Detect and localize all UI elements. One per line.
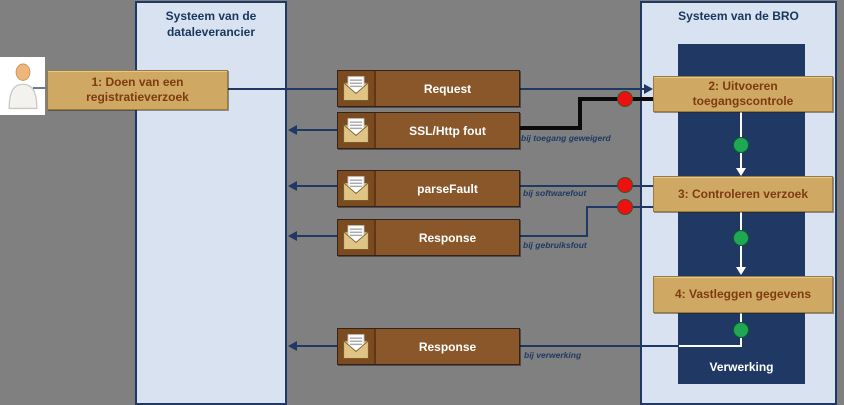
envelope-icon — [338, 220, 376, 255]
condition-softwarefout: bij softwarefout — [523, 188, 587, 198]
error-marker-parsefault — [617, 177, 633, 193]
condition-verwerking: bij verwerking — [524, 350, 582, 360]
message-response-verwerking: Response — [337, 328, 520, 365]
step-box-2: 2: Uitvoeren toegangscontrole — [653, 76, 833, 112]
condition-gebruiksfout: bij gebruiksfout — [523, 240, 587, 250]
arrowhead-ssl-fout — [288, 125, 297, 135]
message-response-gebruiksfout: Response — [337, 219, 520, 256]
step-box-1: 1: Doen van een registratieverzoek — [47, 70, 228, 110]
envelope-icon — [338, 171, 376, 206]
error-marker-toegangscontrole — [617, 91, 633, 107]
connector-response-fout-2 — [586, 206, 588, 236]
verwerking-region-label: Verwerking — [709, 360, 774, 374]
message-label: SSL/Http fout — [409, 123, 486, 138]
lane-dataleverancier: Systeem van de dataleverancier — [135, 1, 287, 405]
error-connector-toegang-1 — [578, 97, 653, 101]
step-box-3: 3: Controleren verzoek — [653, 176, 833, 212]
arrowhead-step3 — [736, 168, 746, 176]
message-label: Request — [423, 81, 472, 96]
message-label: parseFault — [417, 181, 478, 196]
ok-marker-controleren — [733, 230, 749, 246]
connector-actor-to-step1 — [33, 87, 47, 89]
person-icon — [8, 63, 37, 110]
error-connector-toegang-2 — [578, 97, 582, 130]
lane-bro-title: Systeem van de BRO — [678, 9, 799, 23]
error-marker-gebruiksfout — [617, 199, 633, 215]
arrowhead-parsefault — [288, 181, 297, 191]
envelope-icon — [338, 71, 376, 106]
arrowhead-step4 — [736, 267, 746, 275]
error-connector-toegang-3 — [520, 126, 582, 130]
message-parsefault: parseFault — [337, 170, 520, 207]
arrowhead-response-fout — [288, 231, 297, 241]
arrowhead-response-ok — [288, 341, 297, 351]
condition-toegang-geweigerd: bij toegang geweigerd — [521, 133, 611, 143]
message-ssl-http-fout: SSL/Http fout — [337, 112, 520, 149]
envelope-icon — [338, 329, 376, 364]
step-box-4: 4: Vastleggen gegevens — [653, 276, 833, 313]
message-label: Response — [418, 230, 477, 245]
connector-response-ok-inner — [679, 345, 742, 347]
ok-marker-vastleggen — [733, 322, 749, 338]
envelope-icon — [338, 113, 376, 148]
actor-dataleverancier — [0, 57, 45, 115]
ok-marker-toegangscontrole — [733, 137, 749, 153]
connector-ssl-fout — [296, 129, 337, 131]
lane-dataleverancier-title: Systeem van de dataleverancier — [165, 9, 257, 39]
message-label: Response — [418, 339, 477, 354]
arrowhead-request — [644, 84, 653, 94]
message-request: Request — [337, 70, 520, 107]
